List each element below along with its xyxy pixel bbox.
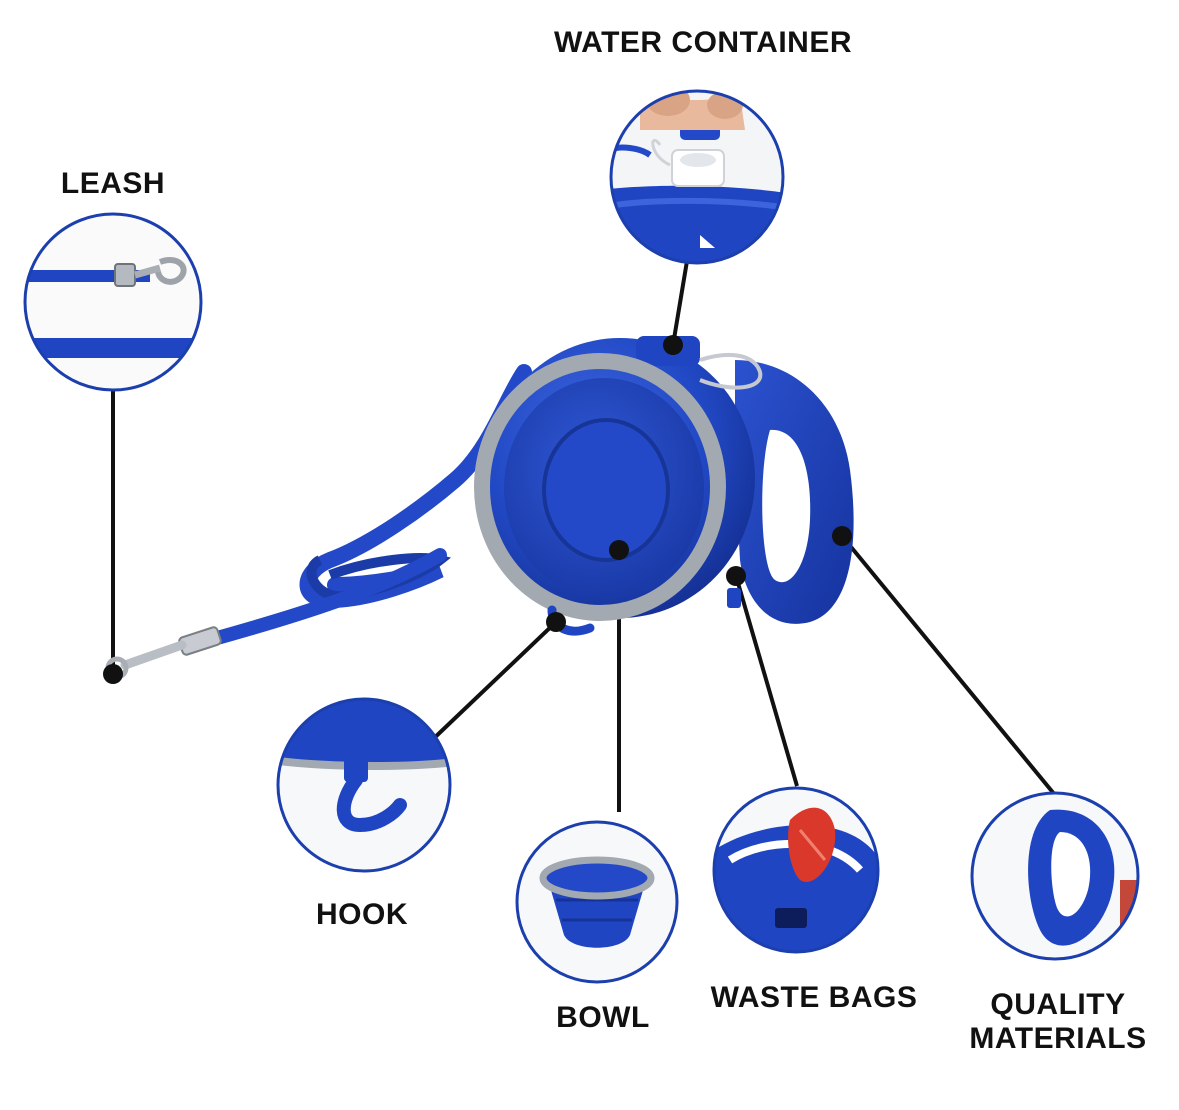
label-waste-bags: WASTE BAGS — [710, 981, 918, 1014]
dot-water-container — [663, 335, 683, 355]
label-quality-materials-line2: MATERIALS — [969, 1021, 1147, 1055]
bowl-rim — [474, 353, 726, 621]
hook-icon — [276, 697, 452, 873]
label-leash: LEASH — [60, 167, 166, 200]
callout-line-water-container — [671, 254, 690, 346]
leash-clip-icon — [105, 626, 222, 680]
waste-bag-slot — [727, 588, 741, 608]
callout-line-quality-materials — [840, 534, 1057, 797]
label-quality-materials: QUALITY MATERIALS — [969, 988, 1146, 1055]
dot-hook — [546, 612, 566, 632]
bowl-center — [542, 418, 670, 562]
callout-line-hook — [428, 620, 558, 744]
label-water-container: WATER CONTAINER — [553, 26, 853, 59]
leash-detail-icon — [23, 212, 203, 392]
label-hook: HOOK — [316, 898, 408, 931]
handle-hole — [762, 429, 811, 583]
dot-quality-materials — [832, 526, 852, 546]
dot-bowl — [609, 540, 629, 560]
label-bowl: BOWL — [556, 1001, 650, 1034]
retractable-leash-product — [105, 336, 854, 680]
collapsible-bowl-icon — [515, 820, 679, 984]
handle-icon — [970, 791, 1140, 961]
dot-leash — [103, 664, 123, 684]
callout-dots — [103, 335, 852, 684]
callout-line-waste-bags — [734, 575, 799, 787]
label-quality-materials-line1: QUALITY — [990, 988, 1126, 1021]
dot-waste-bags — [726, 566, 746, 586]
leash-strap-lower — [203, 548, 447, 647]
waste-bag-icon — [712, 786, 880, 954]
water-container-icon — [609, 89, 785, 265]
cap-cord — [699, 352, 763, 390]
